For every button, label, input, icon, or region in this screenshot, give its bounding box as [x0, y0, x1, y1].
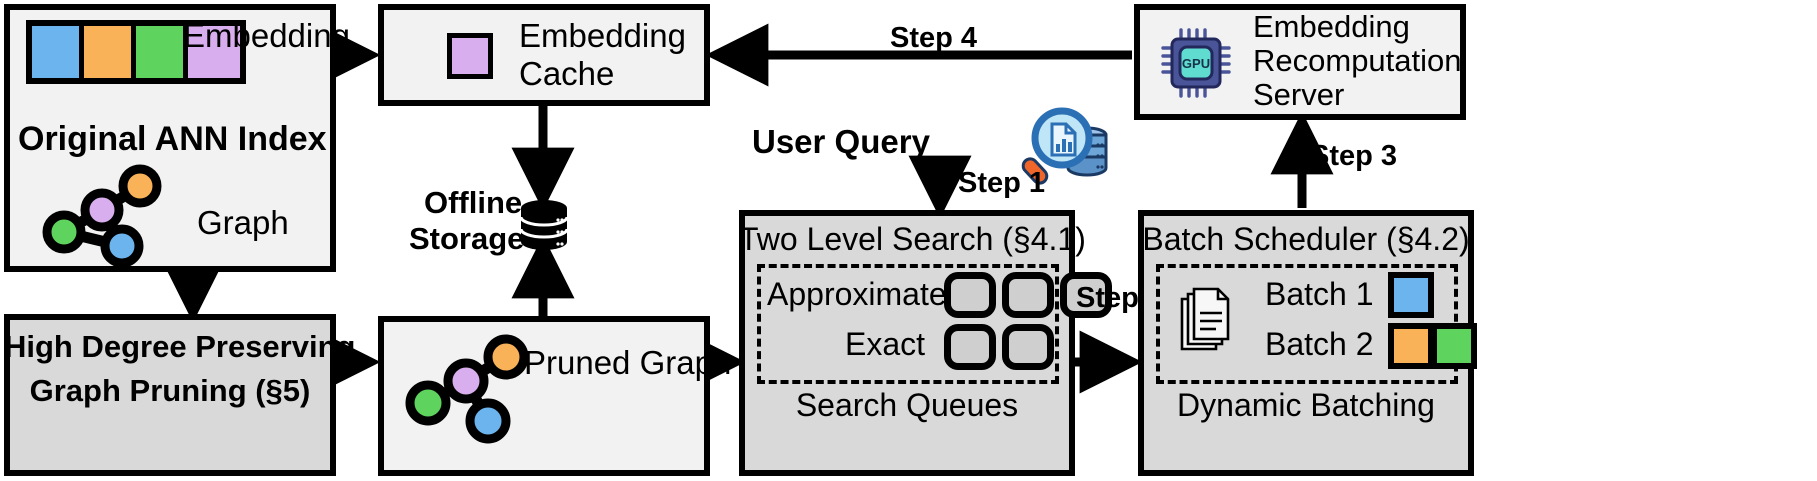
embedding-cell-purple — [188, 26, 240, 78]
offline-storage-label-line1: Offline — [424, 185, 523, 220]
batch-label-2: Batch 2 — [1265, 326, 1374, 362]
database-cylinder-icon — [519, 200, 569, 250]
two-level-search-title: Two Level Search (§4.1) — [739, 221, 1086, 257]
embedding-cell-blue — [32, 26, 84, 78]
search-queue-approximate[interactable] — [944, 272, 1112, 318]
search-queues-group — [757, 264, 1059, 384]
search-row-label-exact: Exact — [845, 326, 926, 362]
dynamic-batching-footer: Dynamic Batching — [1177, 387, 1435, 423]
embedding-cache-swatch — [447, 33, 493, 79]
batch-scheduler-title: Batch Scheduler (§4.2) — [1142, 221, 1470, 257]
queue-slot[interactable] — [1060, 272, 1112, 318]
gpu-chip-text: GPU — [1182, 56, 1210, 71]
documents-stack-icon — [1180, 287, 1230, 351]
original-ann-index-title: Original ANN Index — [18, 120, 327, 158]
queue-slot[interactable] — [944, 324, 996, 370]
magnifier-document-database-icon — [1021, 107, 1108, 185]
batch-item-green — [1431, 323, 1477, 369]
recomputation-server-line2: Recomputation — [1253, 43, 1462, 78]
embedding-cell-orange — [84, 26, 136, 78]
step4-label: Step 4 — [890, 22, 978, 54]
search-queues-footer: Search Queues — [795, 387, 1019, 423]
batch-item-orange — [1388, 323, 1434, 369]
embedding-cell-green — [136, 26, 188, 78]
batch-item-blue — [1388, 272, 1434, 318]
step1-label: Step 1 — [958, 167, 1046, 199]
embedding-strip — [26, 20, 246, 84]
recomputation-server-line3: Server — [1253, 77, 1345, 112]
batch-items-1 — [1388, 272, 1434, 318]
graph-label: Graph — [197, 204, 289, 241]
pruned-graph-icon — [405, 334, 529, 444]
queue-slot[interactable] — [1002, 324, 1054, 370]
queue-slot[interactable] — [1002, 272, 1054, 318]
embedding-cache-title-line1: Embedding — [519, 17, 686, 54]
embedding-cache-box[interactable] — [378, 4, 710, 106]
embedding-label: Embedding — [183, 17, 350, 54]
offline-storage-label-line2: Storage — [409, 221, 525, 256]
pruned-graph-label: Pruned Graph — [524, 344, 732, 381]
embedding-cache-title-line2: Cache — [519, 55, 615, 92]
user-query-label: User Query — [752, 123, 930, 160]
search-queue-exact[interactable] — [944, 324, 1054, 370]
two-level-search-box[interactable] — [739, 210, 1075, 476]
graph-pruning-title-line1: High Degree Preserving — [4, 329, 356, 364]
original-graph-icon — [42, 164, 162, 268]
graph-pruning-box[interactable] — [4, 314, 336, 476]
recomputation-server-line1: Embedding — [1253, 9, 1410, 44]
queue-slot[interactable] — [944, 272, 996, 318]
gpu-chip-icon: GPU — [1161, 28, 1231, 98]
step3-label: Step 3 — [1310, 140, 1398, 172]
search-row-label-approximate: Approximate — [767, 276, 947, 312]
batch-items-2 — [1388, 323, 1477, 369]
batch-label-1: Batch 1 — [1265, 276, 1374, 312]
graph-pruning-title-line2: Graph Pruning (§5) — [29, 373, 311, 408]
